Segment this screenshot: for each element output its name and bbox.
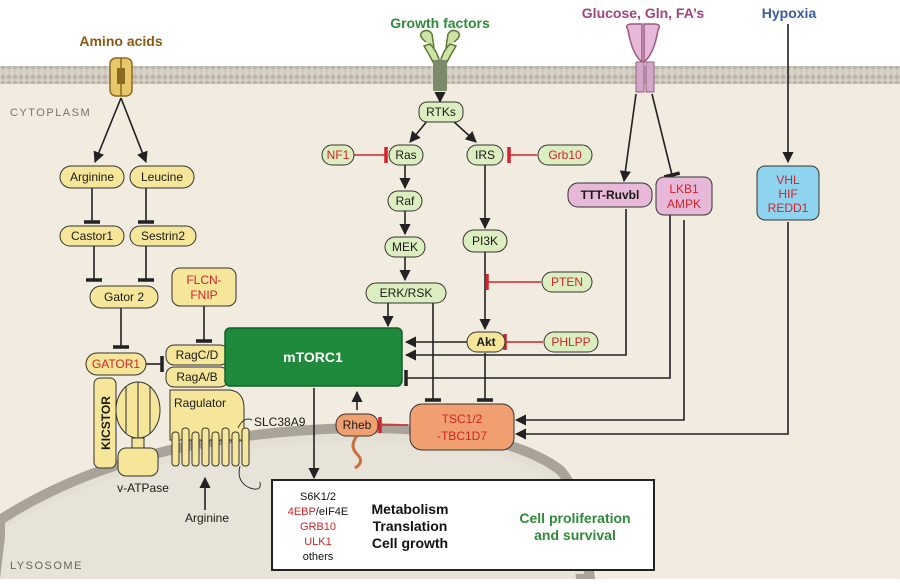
output-proliferation: Cell proliferation [519,510,630,526]
svg-text:Gator 2: Gator 2 [104,290,144,304]
input-growth-factors: Growth factors [390,15,490,31]
svg-text:Akt: Akt [476,335,495,349]
svg-text:PTEN: PTEN [551,275,583,289]
svg-text:Rheb: Rheb [343,418,372,432]
output-others: others [303,551,334,563]
output-box: S6K1/2 4EBP/eIF4E GRB10 ULK1 others Meta… [271,479,655,571]
node-gator2: Gator 2 [89,285,159,309]
svg-text:REDD1: REDD1 [768,201,809,215]
svg-text:RagA/B: RagA/B [176,370,217,384]
node-ras: Ras [388,144,424,166]
svg-text:LKB1: LKB1 [669,182,699,196]
inhibitor-edges [353,147,543,433]
node-rtks: RTKs [418,101,464,123]
svg-text:Sestrin2: Sestrin2 [141,229,185,243]
node-raga-b: RagA/B [165,366,229,388]
node-grb10: Grb10 [537,144,593,166]
svg-text:IRS: IRS [475,148,495,162]
node-vhl-hif-redd1: VHL HIF REDD1 [756,165,820,221]
node-nf1: NF1 [321,144,355,166]
svg-text:Arginine: Arginine [70,170,114,184]
output-grb10: GRB10 [300,521,336,533]
svg-text:FLCN-: FLCN- [186,273,221,287]
amino-acid-transporter-icon [109,57,133,97]
output-ulk1: ULK1 [304,536,332,548]
rtk-receptor-icon [419,29,461,91]
output-s6k: S6K1/2 [300,491,336,503]
svg-text:PHLPP: PHLPP [551,335,590,349]
node-erk-rsk: ERK/RSK [365,282,447,304]
node-mtorc1: mTORC1 [224,327,403,387]
node-kicstor: KICSTOR [93,377,117,469]
node-pten: PTEN [541,271,593,293]
svg-text:GATOR1: GATOR1 [92,357,141,371]
lysosomal-arginine-label: Arginine [185,511,229,525]
slc38a9-transporter-icon [171,418,261,490]
input-hypoxia: Hypoxia [762,5,817,21]
glucose-transporter-icon [625,23,661,93]
svg-text:Castor1: Castor1 [71,229,113,243]
node-ttt-ruvbl: TTT-Ruvbl [567,182,653,208]
node-phlpp: PHLPP [543,331,599,353]
node-irs: IRS [466,144,504,166]
v-atpase-label: v-ATPase [117,481,169,495]
svg-text:HIF: HIF [778,187,797,201]
svg-text:AMPK: AMPK [667,197,701,211]
svg-text:VHL: VHL [776,173,800,187]
node-castor1: Castor1 [59,225,125,247]
output-4ebp: 4EBP/eIF4E [288,506,349,518]
node-tsc: TSC1/2 -TBC1D7 [409,403,515,451]
svg-text:Ragulator: Ragulator [174,396,226,410]
plasma-membrane [0,66,900,84]
svg-text:PI3K: PI3K [472,234,498,248]
output-metabolism: Metabolism [371,501,448,517]
pathway-edges [84,24,794,532]
slc38a9-label: SLC38A9 [254,415,306,429]
svg-text:TSC1/2: TSC1/2 [442,412,483,426]
node-raf: Raf [387,190,423,212]
node-lkb1-ampk: LKB1 AMPK [655,176,713,216]
svg-text:-TBC1D7: -TBC1D7 [437,429,487,443]
svg-text:TTT-Ruvbl: TTT-Ruvbl [581,188,640,202]
node-sestrin2: Sestrin2 [129,225,197,247]
node-akt: Akt [466,331,506,353]
node-ragc-d: RagC/D [165,344,229,366]
svg-text:Raf: Raf [396,194,415,208]
svg-text:RTKs: RTKs [426,105,456,119]
input-amino-acids: Amino acids [79,33,162,49]
svg-text:mTORC1: mTORC1 [283,349,343,365]
node-rheb: Rheb [335,413,379,470]
svg-text:ERK/RSK: ERK/RSK [380,286,433,300]
svg-text:Leucine: Leucine [141,170,183,184]
output-cell-growth: Cell growth [372,535,448,551]
output-translation: Translation [373,518,448,534]
node-pi3k: PI3K [462,229,508,253]
cytoplasm-label: CYTOPLASM [10,107,91,119]
svg-text:Ras: Ras [395,148,416,162]
svg-text:FNIP: FNIP [190,288,217,302]
node-leucine: Leucine [129,165,195,189]
svg-text:RagC/D: RagC/D [176,348,219,362]
node-arginine: Arginine [59,165,125,189]
node-gator1: GATOR1 [85,352,147,376]
v-atpase-icon [115,381,161,477]
node-mek: MEK [384,236,426,258]
svg-text:Grb10: Grb10 [548,148,582,162]
svg-text:NF1: NF1 [327,148,350,162]
output-survival: and survival [534,527,616,543]
svg-text:MEK: MEK [392,240,418,254]
input-glucose-gln-fas: Glucose, Gln, FA’s [582,5,705,21]
lysosome-label: LYSOSOME [10,560,83,572]
node-flcn-fnip: FLCN- FNIP [171,267,237,307]
svg-text:KICSTOR: KICSTOR [99,396,113,450]
